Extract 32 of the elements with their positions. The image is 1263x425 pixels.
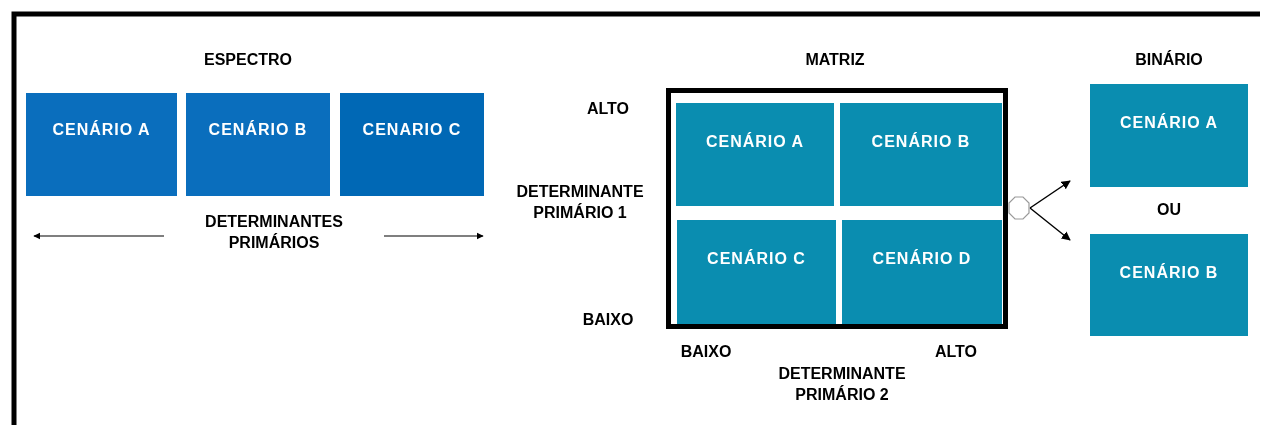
arrow [1029,207,1071,241]
axis-label: ALTO [933,342,979,362]
scenario-box [340,93,484,196]
scenario-box [842,220,1002,324]
scenario-label: CENÁRIO B [870,133,972,151]
scenario-box [676,103,834,206]
scenario-label: CENÁRIO B [207,121,309,139]
arrow [1029,180,1071,209]
scenario-box [186,93,330,196]
scenario-box [1090,84,1248,187]
axis-label: DETERMINANTE PRIMÁRIO 2 [777,364,907,405]
scenario-label: CENÁRIO A [51,121,152,139]
matrix-frame [666,88,1008,329]
axis-label: ALTO [585,99,631,119]
axis-label: DETERMINANTE PRIMÁRIO 1 [515,182,645,223]
scenario-box [677,220,836,324]
axis-label: BAIXO [679,342,733,362]
scenario-label: CENÁRIO C [706,250,807,268]
axis-label: OU [1156,200,1182,220]
scenario-label: CENÁRIO A [704,133,806,151]
scenario-label: CENÁRIO D [871,250,973,268]
scenario-label: CENÁRIO B [1118,264,1220,282]
axis-label: ESPECTRO [203,50,293,70]
connector-knot [1008,196,1030,220]
axis-label: MATRIZ [804,50,866,70]
scenario-box [1090,234,1248,336]
scenario-label: CENARIO C [361,121,463,139]
scenario-box [840,103,1002,206]
scenario-label: CENÁRIO A [1118,114,1220,132]
axis-label: BAIXO [581,310,635,330]
scenario-box [26,93,177,196]
axis-label: BINÁRIO [1134,50,1204,70]
